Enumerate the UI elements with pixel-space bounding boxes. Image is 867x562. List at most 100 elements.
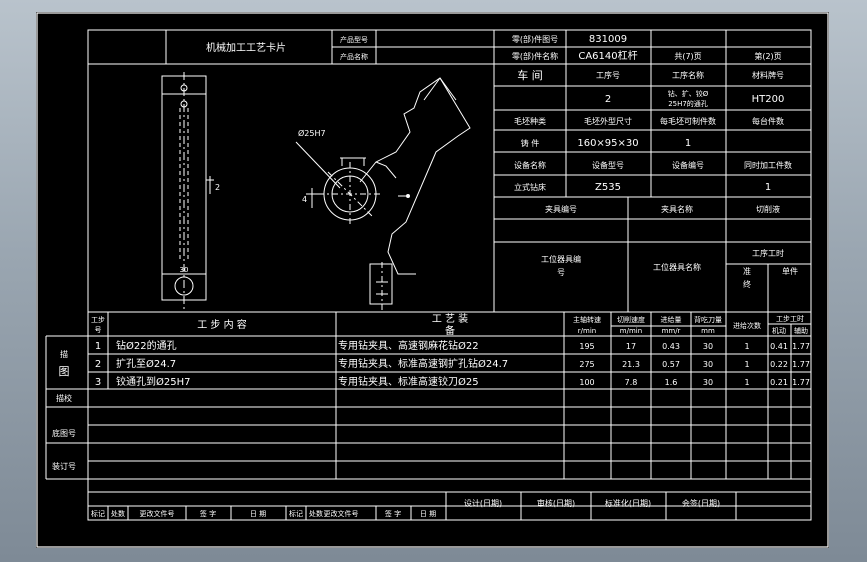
dim-2-label: 2 xyxy=(215,183,220,192)
part-number-label: 零(部)件图号 xyxy=(512,34,558,44)
side-trace-check: 描校 xyxy=(56,393,72,403)
step-3-no: 3 xyxy=(95,377,101,388)
step-1-cut-speed: 17 xyxy=(626,342,636,351)
parts-per-blank-value: 1 xyxy=(685,138,691,149)
footer-place-count-1: 处数 xyxy=(111,509,125,518)
step-1-feed: 0.43 xyxy=(662,342,680,351)
side-trace-drawing: 图 xyxy=(59,365,70,378)
step-3-depth: 30 xyxy=(703,378,713,387)
aux-time-label: 辅助 xyxy=(794,326,808,335)
footer-date-1: 日 期 xyxy=(250,510,266,518)
cut-speed-label: 切削速度 xyxy=(617,315,645,324)
feed-label: 进给量 xyxy=(661,315,682,324)
speed-label: 主轴转速 xyxy=(573,315,601,324)
equipment-label-2: 备 xyxy=(445,324,455,337)
step-2-feed: 0.57 xyxy=(662,360,680,369)
process-time-label: 工序工时 xyxy=(752,248,784,258)
depth-label: 背吃刀量 xyxy=(694,315,722,324)
countersign-label: 会签(日期) xyxy=(682,498,720,508)
footer-signature-2: 签 字 xyxy=(385,509,401,518)
total-pages: 共(7)页 xyxy=(674,52,701,61)
station-tool-no-label-2: 号 xyxy=(557,268,565,277)
blank-type-label: 毛坯种类 xyxy=(514,116,546,126)
simultaneous-value: 1 xyxy=(765,182,771,193)
footer-mark-1: 标记 xyxy=(91,509,105,518)
equip-name-label: 设备名称 xyxy=(514,160,546,170)
step-2-aux-time: 1.77 xyxy=(792,360,810,369)
design-label: 设计(日期) xyxy=(464,498,502,508)
step-1-equipment: 专用钻夹具、高速钢麻花钻Ø22 xyxy=(338,339,479,352)
feed-unit: mm/r xyxy=(662,327,681,335)
process-no-label: 工序号 xyxy=(596,70,620,80)
time-standard-label-2: 终 xyxy=(743,279,751,289)
part-name-value: CA6140杠杆 xyxy=(578,49,637,62)
step-3-aux-time: 1.77 xyxy=(792,378,810,387)
station-tool-no-label-1: 工位器具编 xyxy=(541,254,581,264)
part-number-value: 831009 xyxy=(589,34,627,45)
content-label: 工 步 内 容 xyxy=(197,318,247,331)
material-label: 材料牌号 xyxy=(752,70,784,80)
side-trace: 描 xyxy=(60,349,68,359)
blank-type-value: 铸 件 xyxy=(521,138,540,148)
equip-model-label: 设备型号 xyxy=(592,160,624,170)
step-no-label-2: 号 xyxy=(95,326,102,334)
process-card-drawing: 机械加工工艺卡片 产品型号 产品名称 零(部)件图号 831009 零(部)件名… xyxy=(36,12,829,548)
drawing-sheet: 机械加工工艺卡片 产品型号 产品名称 零(部)件图号 831009 零(部)件名… xyxy=(36,12,829,548)
blank-size-value: 160×95×30 xyxy=(577,138,638,149)
fixture-name-label: 夹具名称 xyxy=(661,204,693,214)
equip-model-value: Z535 xyxy=(595,182,621,193)
footer-change-doc-1: 更改文件号 xyxy=(140,509,175,518)
step-1-passes: 1 xyxy=(744,342,749,351)
equip-name-value: 立式钻床 xyxy=(514,182,546,192)
step-2-passes: 1 xyxy=(744,360,749,369)
fixture-no-label: 夹具编号 xyxy=(545,204,577,214)
step-2-depth: 30 xyxy=(703,360,713,369)
time-standard-label-1: 准 xyxy=(743,266,751,276)
step-1-aux-time: 1.77 xyxy=(792,342,810,351)
step-1-speed: 195 xyxy=(579,342,594,351)
footer-signature-1: 签 字 xyxy=(200,509,216,518)
speed-unit: r/min xyxy=(578,327,596,335)
step-2-content: 扩孔至Ø24.7 xyxy=(116,357,176,370)
step-1-no: 1 xyxy=(95,341,101,352)
review-label: 审核(日期) xyxy=(537,498,575,508)
dim-30-label: 30 xyxy=(180,266,189,274)
step-3-machine-time: 0.21 xyxy=(770,378,788,387)
process-name-value-1: 钻、扩、铰Ø xyxy=(668,89,709,98)
page-number: 第(2)页 xyxy=(754,51,781,61)
step-1-machine-time: 0.41 xyxy=(770,342,788,351)
step-no-label-1: 工步 xyxy=(91,316,105,324)
cut-speed-unit: m/min xyxy=(620,327,642,335)
coolant-label: 切削液 xyxy=(756,204,780,214)
part-name-label: 零(部)件名称 xyxy=(512,51,558,61)
card-title: 机械加工工艺卡片 xyxy=(206,41,286,54)
process-name-label: 工序名称 xyxy=(672,70,704,80)
step-3-cut-speed: 7.8 xyxy=(625,378,638,387)
product-name-label: 产品名称 xyxy=(340,52,368,61)
parts-per-blank-label: 每毛坯可制件数 xyxy=(660,116,716,126)
step-2-no: 2 xyxy=(95,359,101,370)
step-2-machine-time: 0.22 xyxy=(770,360,788,369)
side-base-drawing-no: 底图号 xyxy=(52,428,76,438)
step-3-speed: 100 xyxy=(579,378,594,387)
footer-date-2: 日 期 xyxy=(420,510,436,518)
footer-change-doc-2: 更改文件号 xyxy=(324,509,359,518)
equip-no-label: 设备编号 xyxy=(672,160,704,170)
step-1-content: 钻Ø22的通孔 xyxy=(116,339,177,352)
step-3-content: 铰通孔到Ø25H7 xyxy=(116,375,190,388)
process-name-value-2: 25H7的通孔 xyxy=(668,99,708,108)
footer-place-count-2: 处数 xyxy=(309,509,323,518)
footer-mark-2: 标记 xyxy=(289,509,303,518)
part-drawing xyxy=(161,72,471,312)
process-no-value: 2 xyxy=(605,94,611,105)
dim-4-label: 4 xyxy=(302,195,307,204)
machine-time-label: 机动 xyxy=(772,326,786,335)
standardize-label: 标准化(日期) xyxy=(605,498,651,508)
dim-hole-label: Ø25H7 xyxy=(298,128,326,138)
workshop-label: 车 间 xyxy=(517,68,543,82)
step-2-cut-speed: 21.3 xyxy=(622,360,640,369)
step-3-equipment: 专用钻夹具、标准高速铰刀Ø25 xyxy=(338,375,479,388)
step-3-passes: 1 xyxy=(744,378,749,387)
step-rows: 1 钻Ø22的通孔 专用钻夹具、高速钢麻花钻Ø22 195 17 0.43 30… xyxy=(95,339,810,388)
depth-unit: mm xyxy=(701,327,715,335)
